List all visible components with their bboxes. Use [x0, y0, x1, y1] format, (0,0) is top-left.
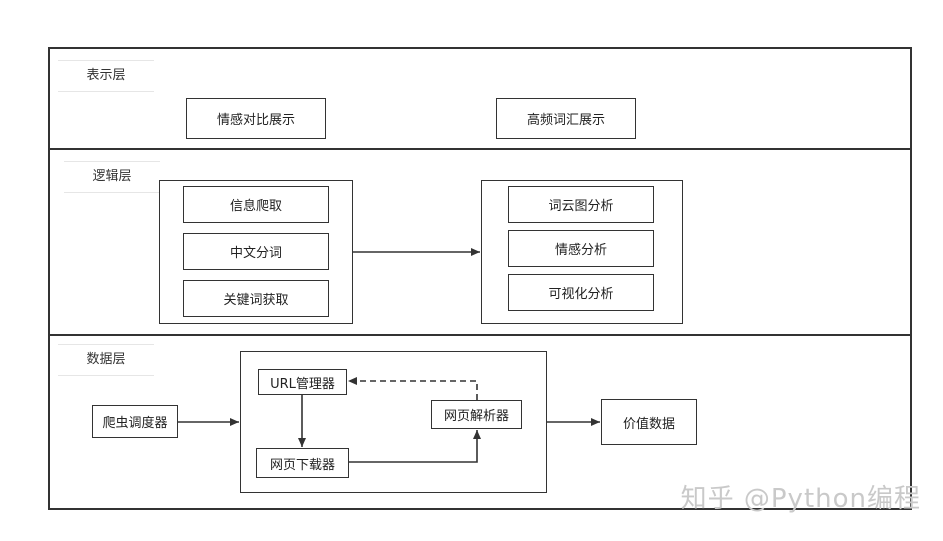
value-data-node: 价值数据	[601, 399, 697, 445]
watermark-text: 知乎 @Python编程	[680, 484, 921, 514]
crawler-scheduler-node: 爬虫调度器	[92, 405, 178, 438]
word-cloud-analysis-node: 词云图分析	[508, 186, 654, 223]
logic-left-group	[159, 180, 353, 324]
parser-to-url-dashed-arrow	[348, 377, 478, 400]
url-manager-node: URL管理器	[258, 369, 347, 395]
info-crawl-node: 信息爬取	[183, 186, 329, 223]
data-layer-title: 数据层	[58, 344, 154, 376]
sentiment-comparison-display: 情感对比展示	[186, 98, 326, 139]
keyword-extraction-node: 关键词获取	[183, 280, 329, 317]
visualization-analysis-node: 可视化分析	[508, 274, 654, 311]
sentiment-analysis-node: 情感分析	[508, 230, 654, 267]
page-parser-node: 网页解析器	[431, 400, 522, 429]
presentation-layer-title: 表示层	[58, 60, 154, 92]
downloader-to-parser-arrow	[349, 430, 481, 463]
crawler-core-group	[240, 351, 547, 493]
chinese-segmentation-node: 中文分词	[183, 233, 329, 270]
high-frequency-words-display: 高频词汇展示	[496, 98, 636, 139]
page-downloader-node: 网页下载器	[256, 448, 349, 478]
logic-layer-title: 逻辑层	[64, 161, 160, 193]
logic-right-group	[481, 180, 683, 324]
